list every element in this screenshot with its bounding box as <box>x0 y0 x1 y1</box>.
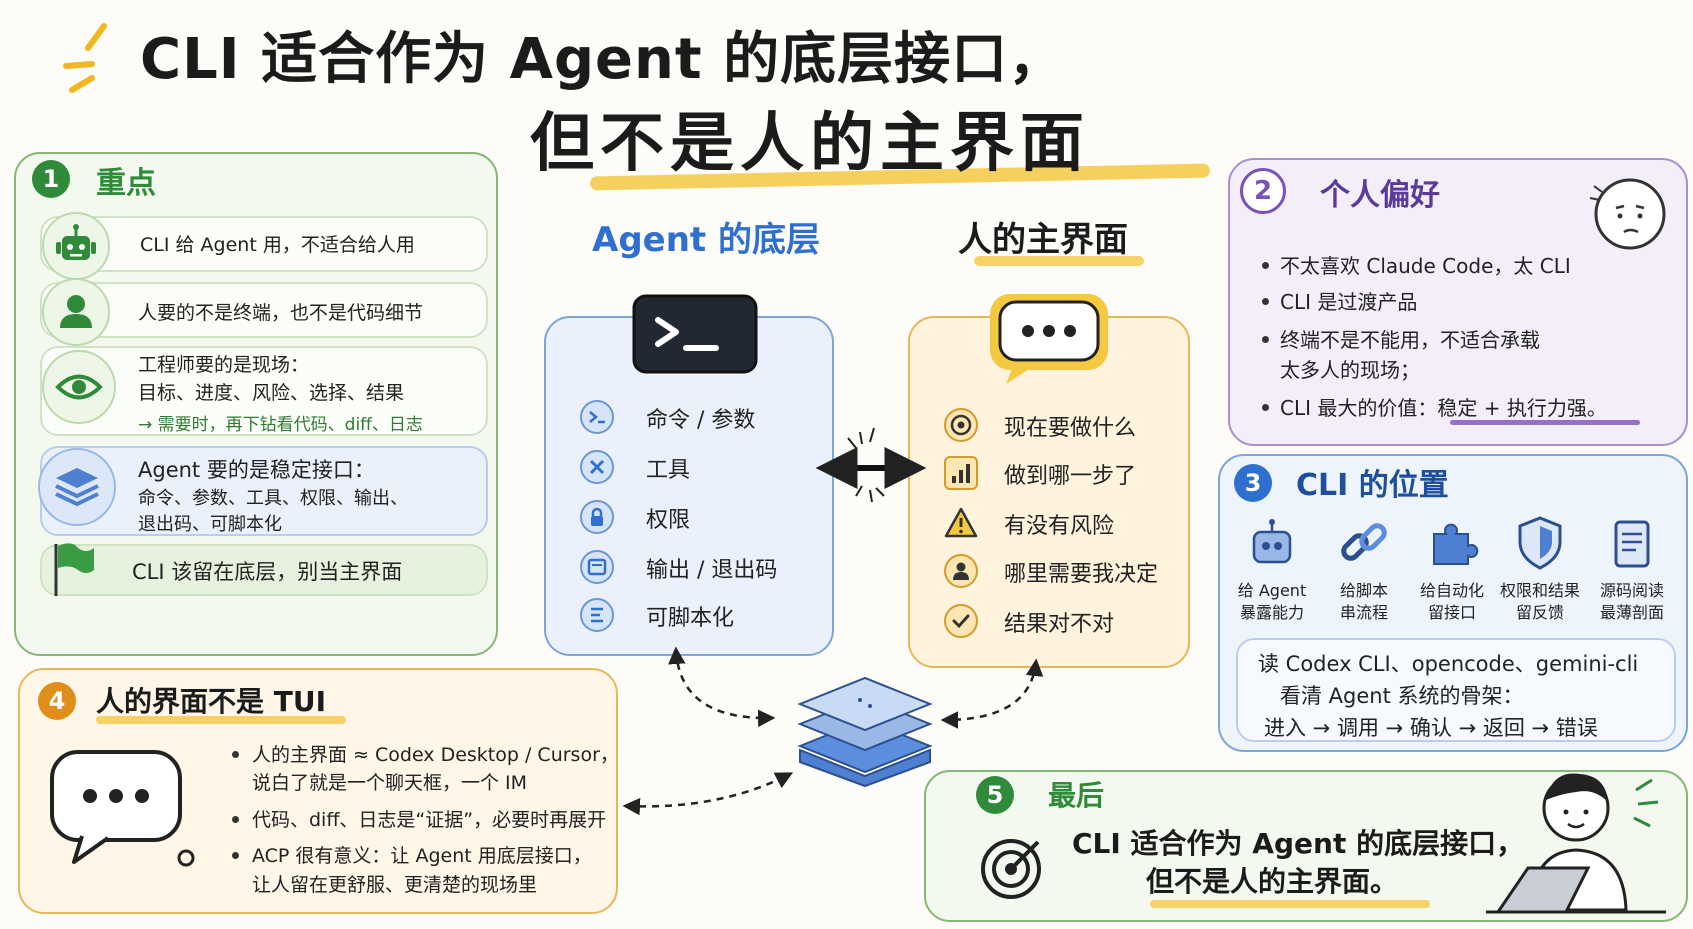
preference-item: 太多人的现场； <box>1280 358 1420 382</box>
human-ui-point: 代码、diff、日志是“证据”，必要时再展开 <box>252 809 607 831</box>
key-point-row <box>40 282 488 338</box>
key-point-text: CLI 给 Agent 用，不适合给人用 <box>140 234 415 256</box>
key-point-text: 命令、参数、工具、权限、输出、 <box>138 488 408 509</box>
panel1-number-badge: 1 <box>32 160 70 198</box>
document-icon <box>1614 520 1650 568</box>
bullet <box>1262 262 1269 269</box>
layers-icon <box>38 448 116 526</box>
human-ui-item: 现在要做什么 <box>1004 416 1137 441</box>
sparkle-icon <box>63 23 107 93</box>
eye-icon <box>42 350 116 424</box>
source-reading-text: 读 Codex CLI、opencode、gemini-cli <box>1258 652 1639 676</box>
human-ui-title-highlight <box>974 256 1144 266</box>
key-point-text: Agent 要的是稳定接口： <box>138 458 375 482</box>
key-point-row <box>40 544 488 596</box>
warning-icon <box>944 506 978 540</box>
key-point-text: 退出码、可脚本化 <box>138 514 282 535</box>
preference-item: 不太喜欢 Claude Code，太 CLI <box>1280 254 1571 278</box>
panel4-heading-highlight <box>96 716 346 724</box>
target-icon <box>944 408 978 442</box>
human-ui-point: 说白了就是一个聊天框，一个 IM <box>252 772 528 794</box>
agent-layer-item: 输出 / 退出码 <box>646 558 778 583</box>
flag-icon <box>54 543 94 596</box>
human-ui-item: 结果对不对 <box>1004 612 1115 637</box>
cli-role-label: 源码阅读最薄剖面 <box>1599 581 1664 622</box>
agent-layer-item: 命令 / 参数 <box>646 408 756 433</box>
user-icon <box>944 554 978 588</box>
link-icon <box>1341 523 1387 561</box>
human-ui-point: 让人留在更舒服、更清楚的现场里 <box>252 874 538 896</box>
key-point-text: 工程师要的是现场： <box>138 354 310 376</box>
cli-role-label: 权限和结果留反馈 <box>1499 581 1580 622</box>
panel2-heading: 个人偏好 <box>1320 178 1440 213</box>
key-point-text: CLI 该留在底层，别当主界面 <box>132 560 403 584</box>
human-ui-item: 有没有风险 <box>1004 514 1115 539</box>
check-icon <box>944 604 978 638</box>
thinking-face-icon <box>1589 178 1666 250</box>
panel4-number-badge: 4 <box>38 682 76 720</box>
conclusion-highlight <box>1150 900 1430 908</box>
stack-layers-icon <box>797 676 933 788</box>
panel3-heading: CLI 的位置 <box>1296 468 1449 503</box>
panel3-number-badge: 3 <box>1234 464 1272 502</box>
conclusion-line2: 但不是人的主界面。 <box>1146 865 1399 898</box>
preference-item: 终端不是不能用，不适合承载 <box>1280 328 1540 352</box>
bullet <box>232 852 239 859</box>
panel1-heading: 重点 <box>96 166 156 201</box>
page-title-line2: 但不是人的主界面 <box>530 107 1090 181</box>
source-reading-flow: 进入 → 调用 → 确认 → 返回 → 错误 <box>1264 716 1598 740</box>
robot-icon <box>42 212 110 280</box>
agent-layer-item: 可脚本化 <box>646 606 735 631</box>
person-icon <box>42 278 110 346</box>
human-ui-item: 哪里需要我决定 <box>1004 562 1159 587</box>
robot-icon <box>1252 519 1292 564</box>
key-point-text: 目标、进度、风险、选择、结果 <box>138 382 405 404</box>
cli-role-label: 给脚本串流程 <box>1339 581 1388 622</box>
bullet <box>1262 298 1269 305</box>
cli-role-label: 给自动化留接口 <box>1419 581 1484 622</box>
target-icon <box>981 839 1041 899</box>
script-icon <box>580 598 614 632</box>
human-ui-point: 人的主界面 ≈ Codex Desktop / Cursor， <box>252 744 619 766</box>
bullet <box>1262 336 1269 343</box>
panel4-heading: 人的界面不是 TUI <box>96 685 327 718</box>
shield-icon <box>1518 516 1562 570</box>
human-ui-title: 人的主界面 <box>958 220 1128 260</box>
panel2-number-badge: 2 <box>1240 168 1286 214</box>
conclusion-line1: CLI 适合作为 Agent 的底层接口， <box>1072 827 1525 860</box>
progress-bars-icon <box>944 456 978 490</box>
bullet <box>1262 404 1269 411</box>
lock-icon <box>580 500 614 534</box>
panel5-number-badge: 5 <box>976 776 1014 814</box>
chat-bubble-icon <box>990 294 1108 384</box>
preference-item: CLI 最大的价值：稳定 + 执行力强。 <box>1280 396 1607 420</box>
page-title-line1: CLI 适合作为 Agent 的底层接口， <box>140 27 1066 92</box>
person-laptop-illustration <box>1486 773 1666 914</box>
bullet <box>232 751 239 758</box>
source-reading-box <box>1236 638 1676 742</box>
output-icon <box>580 550 614 584</box>
preference-underline <box>1450 420 1640 425</box>
human-ui-point: ACP 很有意义：让 Agent 用底层接口， <box>252 845 592 867</box>
agent-layer-title: Agent 的底层 <box>592 220 821 260</box>
key-point-text: 人要的不是终端，也不是代码细节 <box>138 302 424 324</box>
prompt-icon <box>580 400 614 434</box>
agent-layer-item: 工具 <box>646 458 691 483</box>
preference-item: CLI 是过渡产品 <box>1280 290 1418 314</box>
key-point-note: → 需要时，再下钻看代码、diff、日志 <box>138 415 423 435</box>
key-point-row <box>40 216 488 272</box>
source-reading-text: 看清 Agent 系统的骨架： <box>1280 684 1524 708</box>
agent-layer-item: 权限 <box>646 508 691 533</box>
human-ui-item: 做到哪一步了 <box>1004 464 1137 489</box>
tool-icon <box>580 450 614 484</box>
chat-bubble-icon <box>50 750 195 867</box>
puzzle-icon <box>1433 523 1479 565</box>
bullet <box>232 816 239 823</box>
panel5-heading: 最后 <box>1048 779 1105 812</box>
terminal-icon <box>632 294 758 374</box>
